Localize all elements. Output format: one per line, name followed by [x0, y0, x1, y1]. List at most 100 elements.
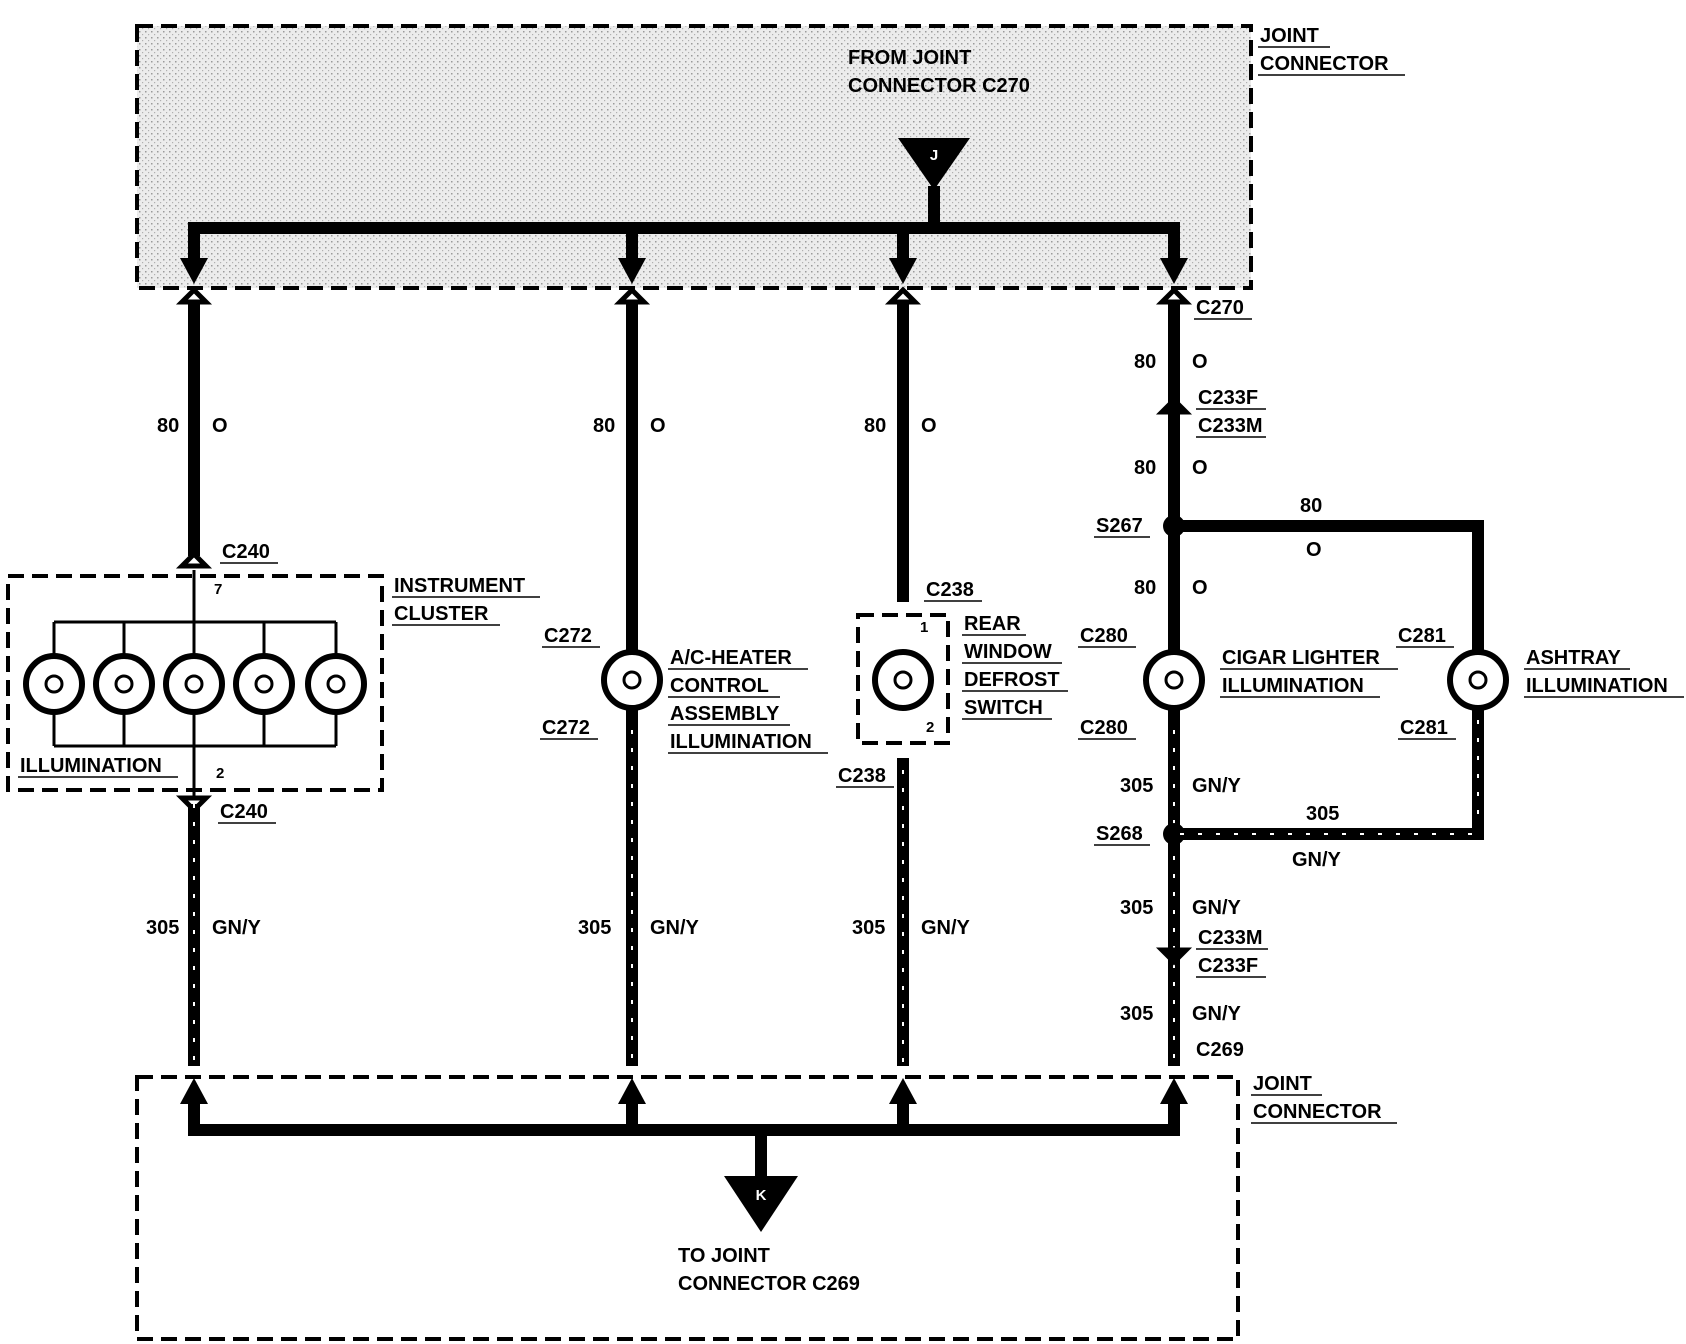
c4-seg5-circuit: 305	[1120, 897, 1153, 919]
bus-arrow-c3	[889, 258, 917, 284]
bus-arrow-c4	[1160, 258, 1188, 284]
c3-circuit-top: 80	[864, 415, 886, 437]
ac-heater-line3: ASSEMBLY	[670, 703, 780, 725]
cluster-bulb-icon	[163, 653, 225, 715]
bottom-joint-label-line2: CONNECTOR	[1253, 1101, 1382, 1123]
c2-color-bottom: GN/Y	[650, 917, 700, 939]
c1-circuit-bottom: 305	[146, 917, 179, 939]
bottom-joint-label-line1: JOINT	[1253, 1073, 1312, 1095]
ashtray-line2: ILLUMINATION	[1526, 675, 1668, 697]
c4-c233-top-a: C233F	[1198, 387, 1258, 409]
c1-color-top: O	[212, 415, 228, 437]
cluster-bulb-icon	[23, 653, 85, 715]
cluster-bulb-icon	[233, 653, 295, 715]
illumination-label: ILLUMINATION	[20, 755, 162, 777]
c2-circuit-bottom: 305	[578, 917, 611, 939]
column-ashtray: 80 O C281 C281 ASHTRAY ILLUMINATION 305 …	[1174, 495, 1684, 871]
c1-color-bottom: GN/Y	[212, 917, 262, 939]
c2-color-top: O	[650, 415, 666, 437]
c2-circuit-top: 80	[593, 415, 615, 437]
c3-pin-top: 1	[920, 619, 928, 636]
c233-bottom-chevron-icon	[1155, 947, 1193, 966]
ac-heater-line4: ILLUMINATION	[670, 731, 812, 753]
c4-conn-top: C280	[1080, 625, 1128, 647]
defrost-line3: DEFROST	[964, 669, 1060, 691]
c3-pin-bottom: 2	[926, 719, 934, 736]
c240-chevron-icon	[175, 550, 213, 569]
c4-seg6-color: GN/Y	[1192, 1003, 1242, 1025]
bottom-arrow-c2	[618, 1078, 646, 1104]
c1-pin-top: 7	[214, 581, 222, 598]
top-joint-shaded-area	[137, 26, 1251, 288]
c5-branch-bottom-color: GN/Y	[1292, 849, 1342, 871]
defrost-line4: SWITCH	[964, 697, 1043, 719]
defrost-bulb-icon	[872, 649, 934, 711]
c5-conn-top: C281	[1398, 625, 1446, 647]
c1-circuit-top: 80	[157, 415, 179, 437]
c5-branch-bottom-circuit: 305	[1306, 803, 1339, 825]
instrument-cluster-line1: INSTRUMENT	[394, 575, 525, 597]
c3-color-top: O	[921, 415, 937, 437]
c4-c233-top-b: C233M	[1198, 415, 1262, 437]
defrost-line1: REAR	[964, 613, 1021, 635]
joint-k-triangle-icon	[724, 1176, 798, 1232]
top-joint-connector: JOINT CONNECTOR FROM JOINT CONNECTOR C27…	[135, 24, 1405, 290]
splice-s267-label: S267	[1096, 515, 1143, 537]
top-joint-label-line1: JOINT	[1260, 25, 1319, 47]
c4-seg2-circuit: 80	[1134, 457, 1156, 479]
instrument-cluster-line2: CLUSTER	[394, 603, 489, 625]
c270-chevron-icon	[884, 286, 922, 305]
ac-heater-line1: A/C-HEATER	[670, 647, 792, 669]
joint-j-triangle-icon	[898, 138, 970, 190]
defrost-switch-box	[856, 613, 950, 745]
c4-seg1-circuit: 80	[1134, 351, 1156, 373]
joint-j-symbol: J	[930, 147, 938, 164]
cigar-lighter-bulb-icon	[1143, 649, 1205, 711]
c4-seg3-circuit: 80	[1134, 577, 1156, 599]
cluster-bulb-icon	[93, 653, 155, 715]
c4-c233-bot-a: C233M	[1198, 927, 1262, 949]
column-instrument-cluster: 80 O C240 7 INSTRUMENT CLUSTER ILLUMINAT…	[6, 286, 540, 1066]
c4-conn-c269: C269	[1196, 1039, 1244, 1061]
cluster-bulb-icon	[305, 653, 367, 715]
bottom-joint-connector: JOINT CONNECTOR K TO JOINT CONNECTOR C26…	[135, 1073, 1397, 1341]
bottom-arrow-c1	[180, 1078, 208, 1104]
c1-conn-bottom: C240	[220, 801, 268, 823]
column-defrost-switch: 80 O C238 1 2 REAR WINDOW DEFROST SWITCH…	[836, 286, 1068, 1066]
to-joint-line1: TO JOINT	[678, 1245, 770, 1267]
top-joint-border	[135, 24, 1253, 290]
c4-seg5-color: GN/Y	[1192, 897, 1242, 919]
c4-seg1-color: O	[1192, 351, 1208, 373]
c4-seg4-color: GN/Y	[1192, 775, 1242, 797]
from-joint-line2: CONNECTOR C270	[848, 75, 1030, 97]
c2-conn-bottom: C272	[542, 717, 590, 739]
ashtray-line1: ASHTRAY	[1526, 647, 1621, 669]
c233-top-chevron-icon	[1155, 396, 1193, 415]
c270-chevron-icon	[613, 286, 651, 305]
c1-pin-bottom: 2	[216, 765, 224, 782]
bus-arrow-c2	[618, 258, 646, 284]
bottom-joint-border	[135, 1075, 1240, 1341]
column-ac-heater: 80 O C272 C272 A/C-HEATER CONTROL ASSEMB…	[540, 286, 828, 1066]
to-joint-line2: CONNECTOR C269	[678, 1273, 860, 1295]
splice-s268-label: S268	[1096, 823, 1143, 845]
c4-conn-bottom: C280	[1080, 717, 1128, 739]
c3-conn-top: C238	[926, 579, 974, 601]
c2-conn-top: C272	[544, 625, 592, 647]
c4-seg3-color: O	[1192, 577, 1208, 599]
c4-seg6-circuit: 305	[1120, 1003, 1153, 1025]
c3-conn-bottom: C238	[838, 765, 886, 787]
ac-heater-line2: CONTROL	[670, 675, 769, 697]
defrost-line2: WINDOW	[964, 641, 1052, 663]
bottom-arrow-c4	[1160, 1078, 1188, 1104]
c5-branch-top-circuit: 80	[1300, 495, 1322, 517]
bottom-arrow-c3	[889, 1078, 917, 1104]
column-cigar-lighter: C270 80 O C233F C233M 80 O S267 80 O C28…	[1078, 286, 1398, 1066]
joint-k-symbol: K	[756, 1187, 767, 1204]
bus-arrow-c1	[180, 258, 208, 284]
c4-seg2-color: O	[1192, 457, 1208, 479]
c1-conn-top: C240	[222, 541, 270, 563]
cigar-lighter-line2: ILLUMINATION	[1222, 675, 1364, 697]
ac-heater-bulb-icon	[601, 649, 663, 711]
